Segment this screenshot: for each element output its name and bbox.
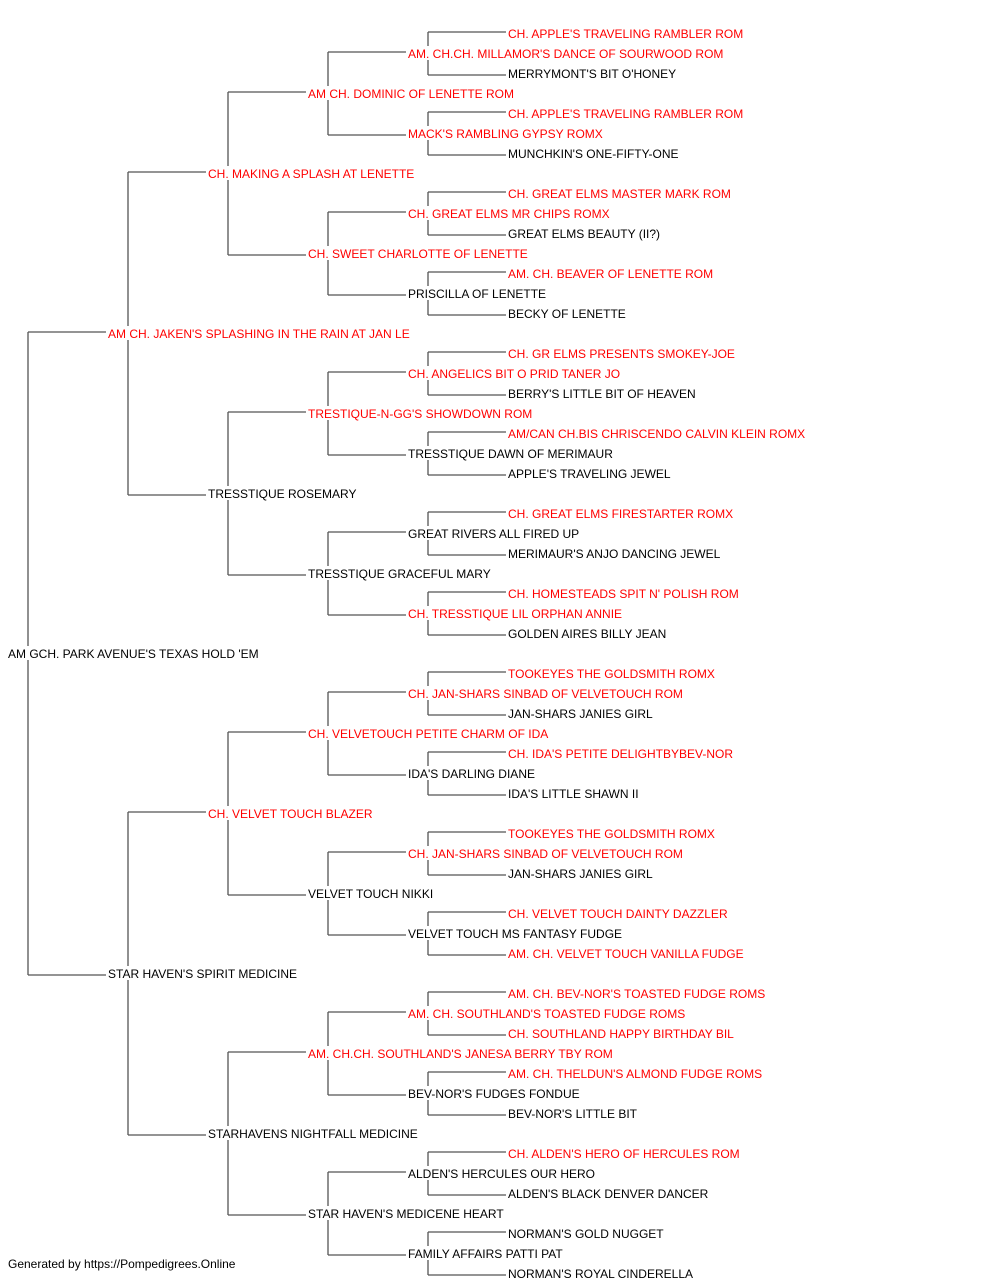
ancestor-name: NORMAN'S ROYAL CINDERELLA: [508, 1267, 693, 1280]
ancestor-name: AM. CH.CH. MILLAMOR'S DANCE OF SOURWOOD …: [408, 47, 723, 61]
ancestor-name: CH. VELVET TOUCH BLAZER: [208, 807, 373, 821]
generated-by-footer: Generated by https://Pompedigrees.Online: [8, 1257, 236, 1271]
ancestor-name: TRESTIQUE-N-GG'S SHOWDOWN ROM: [308, 407, 532, 421]
ancestor-labels: AM GCH. PARK AVENUE'S TEXAS HOLD 'EM AM C…: [8, 27, 805, 1280]
ancestor-name: IDA'S DARLING DIANE: [408, 767, 535, 781]
ancestor-name: STARHAVENS NIGHTFALL MEDICINE: [208, 1127, 418, 1141]
ancestor-name: JAN-SHARS JANIES GIRL: [508, 867, 653, 881]
ancestor-name: AM CH. DOMINIC OF LENETTE ROM: [308, 87, 514, 101]
ancestor-name: GOLDEN AIRES BILLY JEAN: [508, 627, 666, 641]
ancestor-name: PRISCILLA OF LENETTE: [408, 287, 546, 301]
ancestor-name: VELVET TOUCH MS FANTASY FUDGE: [408, 927, 622, 941]
ancestor-name: CH. HOMESTEADS SPIT N' POLISH ROM: [508, 587, 739, 601]
ancestor-name: AM. CH.CH. SOUTHLAND'S JANESA BERRY TBY …: [308, 1047, 613, 1061]
ancestor-name: CH. APPLE'S TRAVELING RAMBLER ROM: [508, 27, 743, 41]
ancestor-name: CH. GREAT ELMS FIRESTARTER ROMX: [508, 507, 733, 521]
ancestor-name: MACK'S RAMBLING GYPSY ROMX: [408, 127, 603, 141]
ancestor-name: CH. ALDEN'S HERO OF HERCULES ROM: [508, 1147, 740, 1161]
ancestor-name: TRESSTIQUE DAWN OF MERIMAUR: [408, 447, 613, 461]
ancestor-name: STAR HAVEN'S MEDICENE HEART: [308, 1207, 504, 1221]
ancestor-name: AM/CAN CH.BIS CHRISCENDO CALVIN KLEIN RO…: [508, 427, 805, 441]
ancestor-name: AM CH. JAKEN'S SPLASHING IN THE RAIN AT …: [108, 327, 410, 341]
ancestor-name: CH. GREAT ELMS MR CHIPS ROMX: [408, 207, 610, 221]
ancestor-name: ALDEN'S BLACK DENVER DANCER: [508, 1187, 709, 1201]
ancestor-name: BEV-NOR'S LITTLE BIT: [508, 1107, 638, 1121]
ancestor-name: CH. GREAT ELMS MASTER MARK ROM: [508, 187, 731, 201]
ancestor-name: MERIMAUR'S ANJO DANCING JEWEL: [508, 547, 721, 561]
ancestor-name: TRESSTIQUE ROSEMARY: [208, 487, 356, 501]
ancestor-name: GREAT ELMS BEAUTY (II?): [508, 227, 660, 241]
ancestor-name: TOOKEYES THE GOLDSMITH ROMX: [508, 667, 715, 681]
ancestor-name: CH. VELVET TOUCH DAINTY DAZZLER: [508, 907, 728, 921]
ancestor-name: AM. CH. THELDUN'S ALMOND FUDGE ROMS: [508, 1067, 762, 1081]
ancestor-name: FAMILY AFFAIRS PATTI PAT: [408, 1247, 563, 1261]
ancestor-name: TRESSTIQUE GRACEFUL MARY: [308, 567, 491, 581]
ancestor-name: AM. CH. SOUTHLAND'S TOASTED FUDGE ROMS: [408, 1007, 685, 1021]
ancestor-name: CH. GR ELMS PRESENTS SMOKEY-JOE: [508, 347, 735, 361]
ancestor-name: STAR HAVEN'S SPIRIT MEDICINE: [108, 967, 297, 981]
connector-lines: [27, 31, 506, 1276]
ancestor-name: BECKY OF LENETTE: [508, 307, 626, 321]
ancestor-name: CH. SOUTHLAND HAPPY BIRTHDAY BIL: [508, 1027, 734, 1041]
ancestor-name: ALDEN'S HERCULES OUR HERO: [408, 1167, 595, 1181]
ancestor-name: CH. JAN-SHARS SINBAD OF VELVETOUCH ROM: [408, 847, 683, 861]
ancestor-name: TOOKEYES THE GOLDSMITH ROMX: [508, 827, 715, 841]
ancestor-name: MUNCHKIN'S ONE-FIFTY-ONE: [508, 147, 679, 161]
ancestor-name: BERRY'S LITTLE BIT OF HEAVEN: [508, 387, 696, 401]
ancestor-name: CH. TRESSTIQUE LIL ORPHAN ANNIE: [408, 607, 622, 621]
ancestor-name: NORMAN'S GOLD NUGGET: [508, 1227, 664, 1241]
ancestor-name: CH. JAN-SHARS SINBAD OF VELVETOUCH ROM: [408, 687, 683, 701]
ancestor-name: AM. CH. VELVET TOUCH VANILLA FUDGE: [508, 947, 744, 961]
ancestor-name: APPLE'S TRAVELING JEWEL: [508, 467, 671, 481]
subject-dog-name: AM GCH. PARK AVENUE'S TEXAS HOLD 'EM: [8, 647, 259, 661]
ancestor-name: CH. MAKING A SPLASH AT LENETTE: [208, 167, 414, 181]
ancestor-name: AM. CH. BEAVER OF LENETTE ROM: [508, 267, 713, 281]
ancestor-name: CH. VELVETOUCH PETITE CHARM OF IDA: [308, 727, 548, 741]
ancestor-name: GREAT RIVERS ALL FIRED UP: [408, 527, 579, 541]
ancestor-name: AM. CH. BEV-NOR'S TOASTED FUDGE ROMS: [508, 987, 765, 1001]
ancestor-name: IDA'S LITTLE SHAWN II: [508, 787, 639, 801]
ancestor-name: JAN-SHARS JANIES GIRL: [508, 707, 653, 721]
ancestor-name: BEV-NOR'S FUDGES FONDUE: [408, 1087, 580, 1101]
ancestor-name: VELVET TOUCH NIKKI: [308, 887, 433, 901]
ancestor-name: CH. APPLE'S TRAVELING RAMBLER ROM: [508, 107, 743, 121]
ancestor-name: CH. IDA'S PETITE DELIGHTBYBEV-NOR: [508, 747, 733, 761]
ancestor-name: CH. ANGELICS BIT O PRID TANER JO: [408, 367, 620, 381]
ancestor-name: MERRYMONT'S BIT O'HONEY: [508, 67, 676, 81]
ancestor-name: CH. SWEET CHARLOTTE OF LENETTE: [308, 247, 528, 261]
